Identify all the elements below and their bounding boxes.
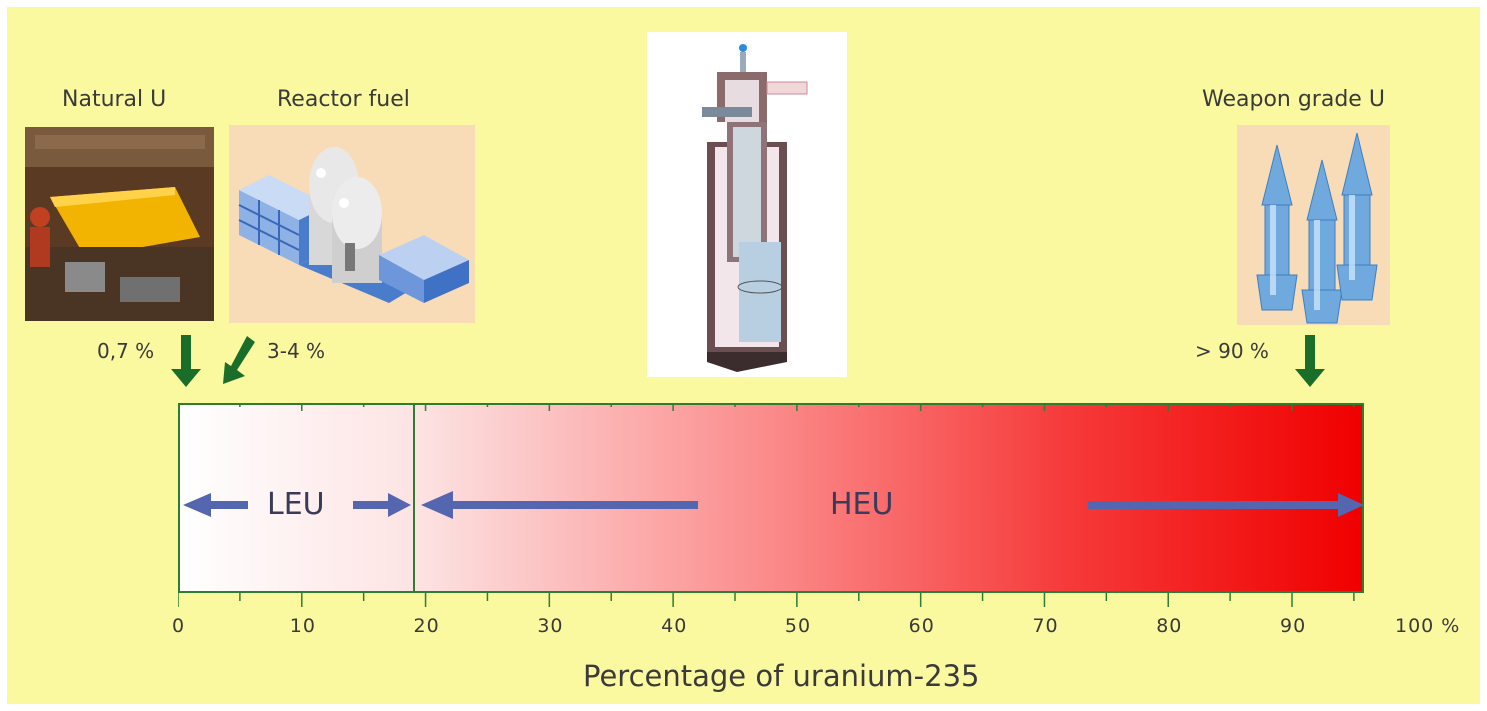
reactor-percent: 3-4 % <box>267 339 326 363</box>
leu-label: LEU <box>267 487 325 522</box>
reactor-arrow-icon <box>223 336 255 384</box>
axis-tick-label: 20 <box>413 615 440 637</box>
weapon-grade-title: Weapon grade U <box>1202 87 1385 112</box>
weapon-percent: > 90 % <box>1195 339 1269 363</box>
weapon-arrow-icon <box>1295 335 1325 387</box>
axis-tick-label: 50 <box>784 615 812 637</box>
natural-percent: 0,7 % <box>97 339 155 363</box>
axis-tick-label: 60 <box>908 615 935 637</box>
range-arrows <box>183 491 1364 519</box>
axis-tick-label: 10 <box>289 615 316 637</box>
heu-label: HEU <box>830 487 894 522</box>
axis-ticks <box>178 403 1355 607</box>
natural-arrow-icon <box>171 335 201 387</box>
axis-tick-label: 40 <box>661 615 688 637</box>
enrichment-diagram: Natural U Reactor fuel Weapon grade U <box>7 7 1480 704</box>
reactor-building-icon <box>229 125 475 323</box>
axis-tick-label: 0 <box>172 615 186 637</box>
reactor-fuel-title: Reactor fuel <box>277 87 410 112</box>
axis-tick-label: 80 <box>1156 615 1183 637</box>
axis-title: Percentage of uranium-235 <box>583 659 980 693</box>
axis-end-label: 100 % <box>1395 615 1461 637</box>
leu-heu-divider <box>413 403 415 593</box>
axis-tick-label: 70 <box>1032 615 1059 637</box>
enrichment-scale-bar <box>178 403 1364 593</box>
warheads-icon <box>1237 125 1390 325</box>
mining-photo <box>25 127 214 321</box>
axis-tick-label: 90 <box>1280 615 1307 637</box>
natural-u-title: Natural U <box>62 87 167 112</box>
axis-tick-label: 30 <box>537 615 564 637</box>
centrifuge-icon <box>647 32 847 377</box>
